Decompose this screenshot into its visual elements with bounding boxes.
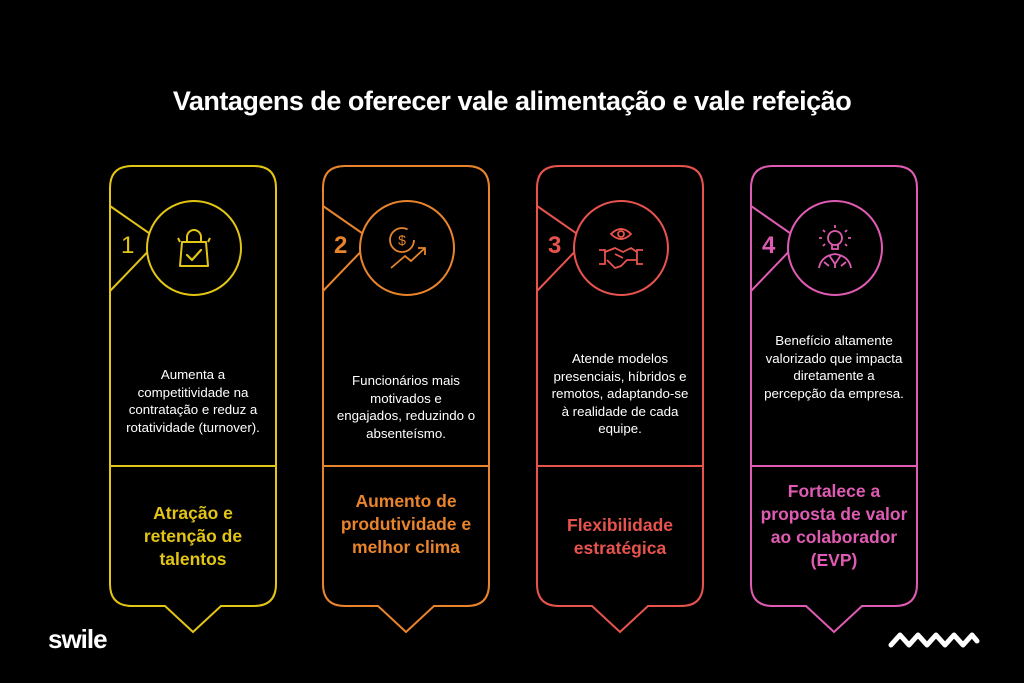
card-heading: Flexibilidade estratégica: [567, 515, 673, 558]
card-heading: Atração e retenção de talentos: [143, 503, 243, 569]
step-number: 1: [121, 232, 135, 259]
card-outline: [536, 165, 704, 634]
money-growth-icon: $: [389, 227, 426, 269]
card-description: Funcionários mais motivados e engajados,…: [336, 373, 476, 441]
card-description: Atende modelos presenciais, híbridos e r…: [551, 351, 689, 436]
step-number: 4: [762, 232, 776, 259]
handshake-eye-icon: [599, 228, 643, 269]
card-outline: [109, 165, 277, 634]
step-number: 2: [334, 232, 348, 259]
step-number: 3: [548, 232, 562, 259]
card-heading: Aumento de produtividade e melhor clima: [340, 491, 472, 557]
card-outline: [322, 165, 490, 634]
shopping-bag-check-icon: [177, 229, 211, 267]
card-description: Aumenta a competitividade na contratação…: [126, 367, 260, 435]
card-outline: [750, 165, 918, 634]
card-heading: Fortalece a proposta de valor ao colabor…: [760, 481, 908, 570]
card-description: Benefício altamente valorizado que impac…: [764, 333, 904, 401]
swile-logo: swile: [48, 624, 108, 654]
page-title: Vantagens de oferecer vale alimentação e…: [172, 86, 852, 116]
benefit-card-2: 2 $ Funcionários mais motivados e engajado…: [322, 164, 490, 634]
zigzag-wave-icon: [888, 632, 980, 648]
svg-text:$: $: [398, 232, 406, 248]
person-lightbulb-icon: [818, 225, 852, 269]
